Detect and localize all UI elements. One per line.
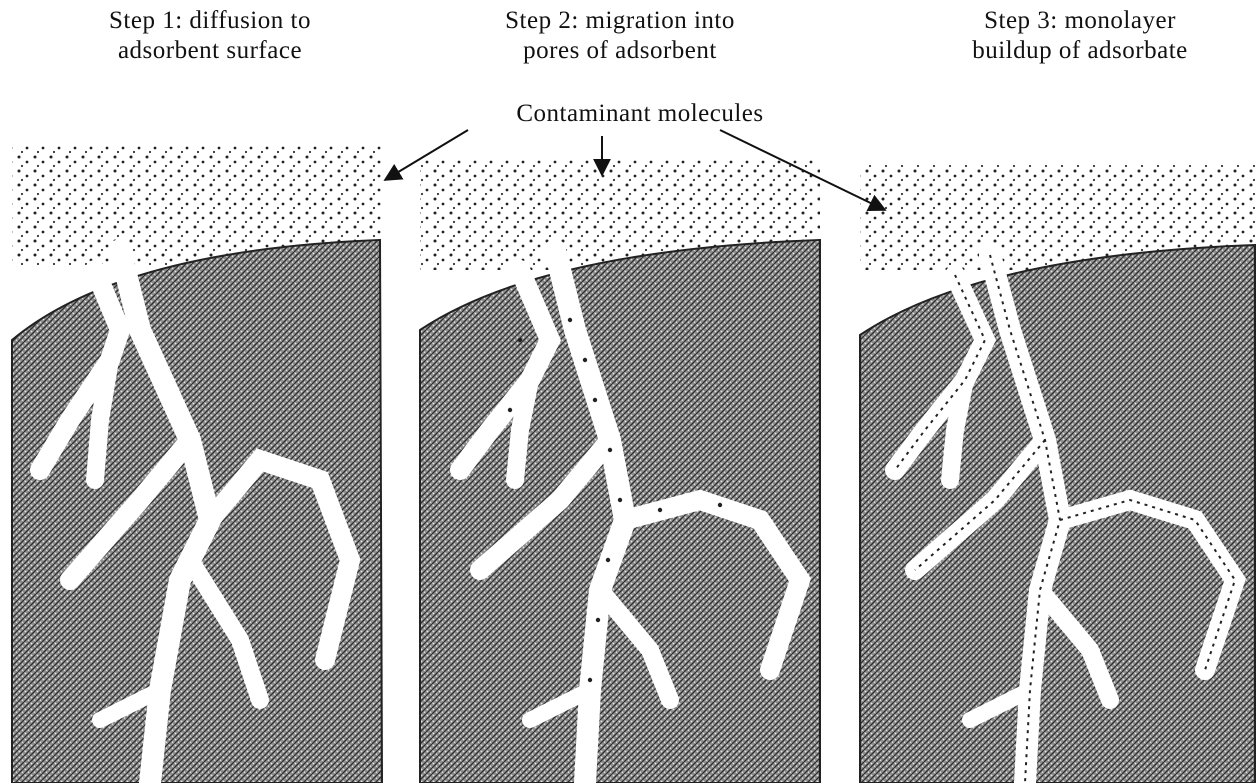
step3-panel — [860, 165, 1255, 783]
step2-panel — [420, 160, 820, 783]
step1-panel — [12, 145, 382, 783]
